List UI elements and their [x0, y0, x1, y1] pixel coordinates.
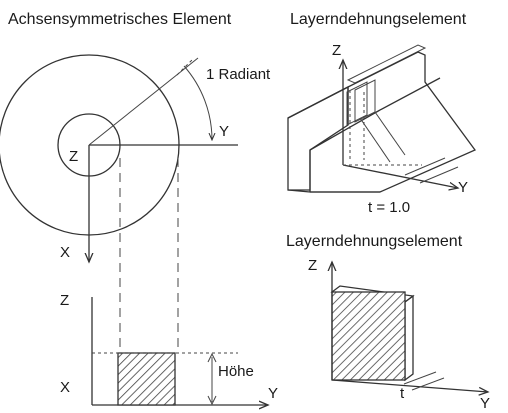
main-outline — [287, 51, 477, 193]
axisymmetric-section-view: Höhe Z X Y — [60, 292, 278, 405]
radiant-ray — [88, 57, 199, 146]
y-axis-label-bottom-left: Y — [268, 385, 278, 402]
z-axis-label-top-left: Z — [69, 148, 78, 165]
z-axis-label-bottom-left: Z — [60, 292, 69, 309]
inner-top-edge-far — [379, 77, 441, 111]
height-label: Höhe — [218, 363, 254, 380]
layer-element-3d: Z Y t = 1.0 — [287, 42, 477, 216]
top-back-strip — [346, 44, 427, 84]
slice-face-left — [346, 81, 368, 126]
thickness-label-bottom: t — [400, 385, 405, 402]
thickness-marker-1 — [404, 157, 446, 176]
plate-front-face — [331, 291, 406, 381]
title-axisymmetric-element: Achsensymmetrisches Element — [8, 11, 232, 28]
z-axis-label-top-right: Z — [332, 42, 341, 59]
title-layer-element-top: Layerndehnungselement — [290, 11, 467, 28]
x-axis-label-bottom-left: X — [60, 379, 70, 396]
thickness-marker-2 — [419, 166, 459, 184]
y-axis-label-bottom-right: Y — [480, 395, 490, 412]
x-axis-label-top-left: X — [60, 244, 70, 261]
y-axis-3d — [342, 164, 458, 188]
y-axis-label-top-right: Y — [458, 179, 468, 196]
radiant-arc — [183, 65, 212, 140]
plate-side-face — [404, 294, 414, 382]
slice-slope — [374, 111, 406, 156]
y-axis-label-top-left: Y — [219, 123, 229, 140]
inner-top-edge — [309, 109, 381, 151]
y-axis-plate — [331, 379, 488, 392]
section-element — [117, 352, 176, 406]
radiant-label: 1 Radiant — [206, 66, 271, 83]
height-dimension-arrows — [207, 352, 217, 406]
plate-thickness-marker-2 — [411, 377, 445, 391]
thickness-label-top: t = 1.0 — [368, 199, 410, 216]
layer-element-plate: Z Y t — [308, 257, 490, 412]
plate-thickness-marker-1 — [403, 371, 437, 385]
title-layer-element-bottom: Layerndehnungselement — [286, 233, 463, 250]
axisymmetric-plan-view: 1 Radiant Y Z X — [0, 54, 271, 262]
projection-lines — [119, 158, 179, 350]
slice-slope-2 — [359, 117, 391, 163]
z-axis-label-bottom-right: Z — [308, 257, 317, 274]
